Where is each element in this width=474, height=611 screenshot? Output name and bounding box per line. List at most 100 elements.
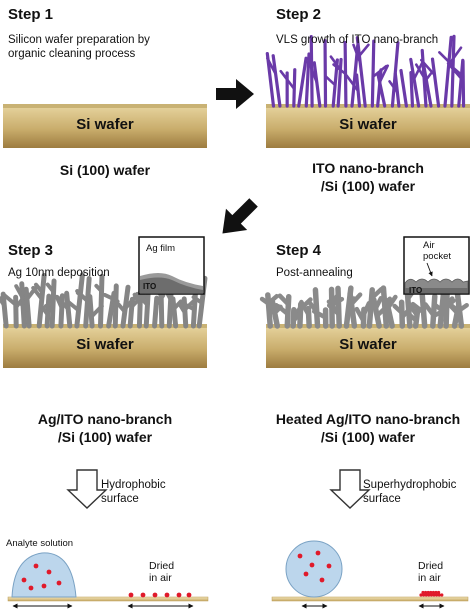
caption-step1: Si (100) wafer <box>0 161 215 179</box>
annealed-branch-sub <box>373 296 384 311</box>
dried-particle <box>432 593 436 597</box>
ito-branch <box>399 68 408 108</box>
ito-branch <box>450 34 456 108</box>
step1-desc-line1: Silicon wafer preparation by <box>8 34 150 46</box>
analyte-particle <box>41 583 47 589</box>
ito-sub-branch <box>266 56 277 76</box>
step3-desc-line1: Ag 10nm deposition <box>8 267 110 279</box>
droplet-test-right <box>271 540 469 609</box>
ag-branch <box>13 294 19 329</box>
ito-branch <box>271 54 282 108</box>
step1-description: Silicon wafer preparation by organic cle… <box>8 33 150 61</box>
dried-particle <box>427 593 431 597</box>
dried-particle <box>426 590 430 595</box>
ito-sub-branch <box>446 62 463 80</box>
inset3-ito-label: ITO <box>143 282 157 291</box>
wafer-label-step4: Si wafer <box>339 336 397 353</box>
annealed-branch-sub <box>432 302 449 317</box>
surface-left-line1: Hydrophobic <box>101 479 166 491</box>
ito-sub-branch <box>332 63 347 76</box>
ag-branch <box>112 283 119 329</box>
ag-branch-sub <box>34 282 45 295</box>
ag-branch-sub <box>14 284 25 300</box>
ito-branch <box>461 59 466 108</box>
air-pocket-inset <box>403 236 470 295</box>
analyte-solution-label: Analyte solution <box>6 538 74 549</box>
dried-particle <box>429 590 433 595</box>
ito-sub-branch <box>279 69 296 91</box>
inset3-film-label: Ag film <box>146 243 176 254</box>
analyte-particle <box>33 563 39 569</box>
ag-film-inset <box>138 236 205 295</box>
surface-label-right: Superhydrophobic surface <box>363 478 456 506</box>
dried-particle <box>429 593 433 597</box>
ito-sub-branch <box>378 64 390 84</box>
dried-particle <box>164 592 170 598</box>
annealed-branch <box>265 292 273 329</box>
dried-particle <box>434 590 438 595</box>
annealed-branches-step4 <box>259 284 469 329</box>
ag-branch-sub <box>0 295 7 308</box>
ag-branch-sub <box>39 303 50 317</box>
ag-branch-sub <box>43 303 55 314</box>
caption-step3-line1: Ag/ITO nano-branch <box>37 411 173 427</box>
ito-branch <box>304 52 311 108</box>
ag-branch-sub <box>17 300 30 312</box>
annealed-branch-sub <box>423 302 436 318</box>
caption-step2-line1: ITO nano-branch <box>312 160 424 176</box>
ag-branch <box>127 296 135 329</box>
ito-branch <box>421 62 433 108</box>
dried-particle <box>431 590 435 595</box>
ito-sub-branch <box>324 74 337 87</box>
dried-particle <box>424 593 428 597</box>
ito-nano-branches <box>265 34 466 108</box>
annealed-branch-sub <box>447 301 463 316</box>
ito-sub-branch <box>450 65 465 78</box>
ito-branch <box>355 36 367 108</box>
inset4-pocket-label: pocket <box>423 251 451 262</box>
analyte-particle <box>21 577 27 583</box>
analyte-particle <box>28 585 34 591</box>
arrow-step2-to-step3-icon <box>222 198 258 234</box>
caption-step3: Ag/ITO nano-branch /Si (100) wafer <box>0 410 215 446</box>
arrow-step1-to-step2-icon <box>216 79 254 109</box>
ito-sub-branch <box>419 58 436 77</box>
inset4-ito-label: ITO <box>409 286 423 295</box>
step1-desc-line2: organic cleaning process <box>8 48 136 60</box>
step2-title: Step 2 <box>276 6 322 23</box>
inset4-air-pocket-label: Air pocket <box>423 240 451 262</box>
dried-left-line1: Dried <box>149 560 175 572</box>
caption-step4-line2: /Si (100) wafer <box>320 429 416 445</box>
hollow-down-arrow-left-icon <box>66 469 108 509</box>
dried-particle <box>176 592 182 598</box>
dried-particle <box>186 592 192 598</box>
analyte-particle <box>309 562 315 568</box>
droplet-right <box>285 540 343 598</box>
droplet-test-left <box>7 552 209 609</box>
analyte-particle <box>326 563 332 569</box>
step1-title: Step 1 <box>8 6 54 23</box>
ag-branch-sub <box>1 292 18 307</box>
si-wafer-step2 <box>266 104 470 148</box>
ag-branch <box>74 272 85 329</box>
analyte-particle <box>319 577 325 583</box>
dried-particle <box>437 593 441 597</box>
ag-branch <box>87 293 95 329</box>
analyte-particle <box>46 569 52 575</box>
dried-particle <box>421 590 425 595</box>
caption-step1-line1: Si (100) wafer <box>59 162 151 178</box>
annealed-branch <box>335 285 342 329</box>
ito-sub-branch <box>388 80 399 94</box>
annealed-branch-sub <box>275 303 291 317</box>
step2-desc-line1: VLS growth of ITO nano-branch <box>276 34 439 46</box>
ag-branch <box>97 273 105 329</box>
annealed-branch <box>404 285 413 329</box>
ito-sub-branch <box>308 64 319 84</box>
ito-branch <box>409 70 415 108</box>
step3-description: Ag 10nm deposition <box>8 266 110 280</box>
step3-title: Step 3 <box>8 242 54 259</box>
ag-branch-sub <box>116 302 127 314</box>
annealed-branch-sub <box>407 313 419 323</box>
annealed-branch-sub <box>361 300 372 318</box>
caption-step3-line2: /Si (100) wafer <box>57 429 153 445</box>
